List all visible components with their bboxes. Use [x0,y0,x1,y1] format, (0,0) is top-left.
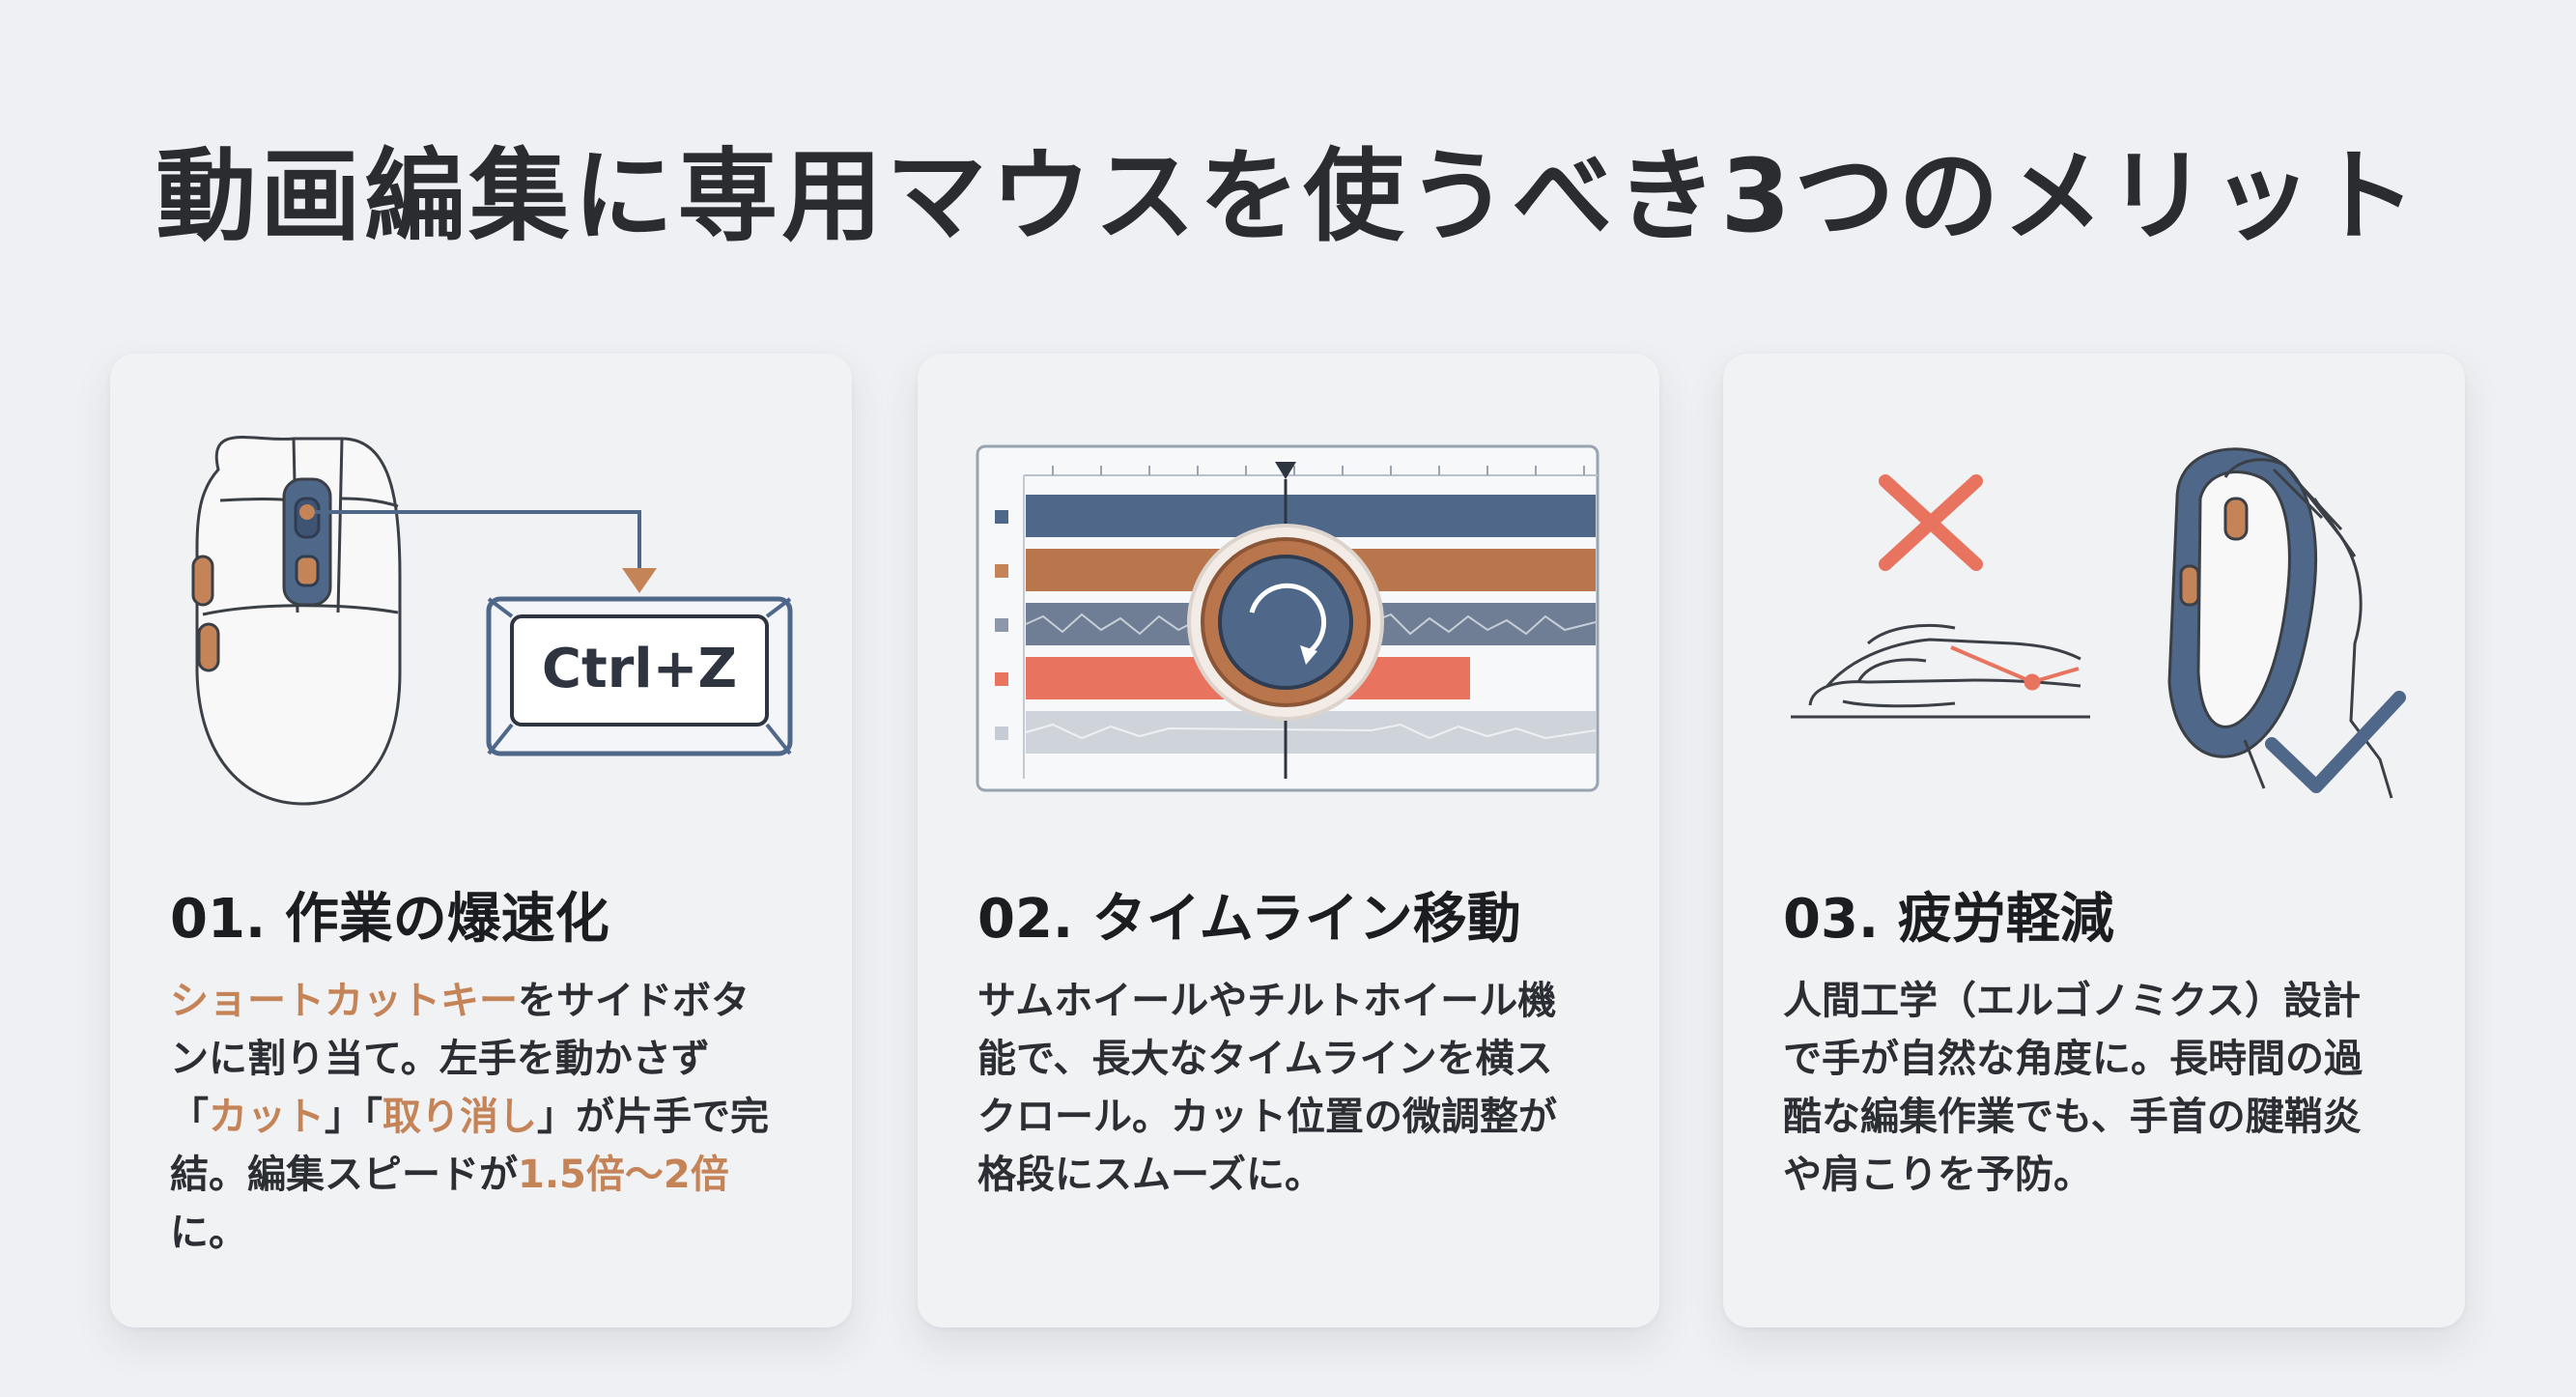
body-line: 人間工学（エルゴノミクス）設計 [1783,979,2361,1023]
body-line: で手が自然な角度に。長時間の過 [1783,1037,2363,1081]
benefit-card-speed: Ctrl+Z 01. 作業の爆速化 ショートカットキーをサイドボタ ンに割り当て… [110,354,852,1327]
illustration-shortcut: Ctrl+Z [191,436,793,806]
illustration-timeline [976,444,1599,792]
illustration-ergonomics [1791,447,2406,799]
body-line: に。 [170,1211,247,1255]
highlight-text: ショートカットキー [170,979,518,1023]
benefit-card-fatigue: 03. 疲労軽減 人間工学（エルゴノミクス）設計 で手が自然な角度に。長時間の過… [1723,354,2465,1327]
flat-hand-mouse-icon [1791,623,2090,719]
card-body: 人間工学（エルゴノミクス）設計 で手が自然な角度に。長時間の過 酷な編集作業でも… [1783,972,2440,1204]
card-body: サムホイールやチルトホイール機 能で、長大なタイムラインを横ス クロール。カット… [977,972,1634,1204]
body-line: 「カット」「取り消し」が片手で完 [170,1088,827,1146]
benefit-card-timeline: 02. タイムライン移動 サムホイールやチルトホイール機 能で、長大なタイムライ… [918,354,1659,1327]
ergonomic-mouse-hand-icon [2167,447,2393,799]
body-text: 」「 [325,1095,382,1139]
card-body: ショートカットキーをサイドボタ ンに割り当て。左手を動かさず 「カット」「取り消… [170,972,827,1262]
body-line: 結。編集スピードが1.5倍〜2倍 [170,1146,827,1204]
body-line: や肩こりを予防。 [1783,1153,2092,1197]
highlight-text: カット [209,1095,325,1139]
arrow-down-icon [299,504,657,593]
body-text: 「 [170,1095,209,1139]
cross-icon [1879,474,1983,571]
card-heading: 01. 作業の爆速化 [170,888,609,951]
highlight-text: 取り消し [382,1095,537,1139]
card-heading: 02. タイムライン移動 [977,888,1521,951]
body-line: 格段にスムーズに。 [977,1153,1323,1197]
body-text: をサイドボタ [518,979,750,1023]
body-line: サムホイールやチルトホイール機 [977,979,1557,1023]
body-line: クロール。カット位置の微調整が [977,1095,1557,1139]
keyboard-key-icon: Ctrl+Z [486,596,793,756]
mouse-side-button-icon [191,436,402,806]
body-line: ショートカットキーをサイドボタ [170,972,827,1030]
body-text: 」が片手で完 [537,1095,769,1139]
body-text: 結。編集スピードが [170,1153,518,1197]
card-heading: 03. 疲労軽減 [1783,888,2114,951]
scroll-wheel-icon [1187,524,1384,721]
page-title: 動画編集に専用マウスを使うべき3つのメリット [156,137,2420,255]
body-line: ンに割り当て。左手を動かさず [170,1037,710,1081]
highlight-text: 1.5倍〜2倍 [518,1153,729,1197]
body-line: 能で、長大なタイムラインを横ス [977,1037,1553,1081]
body-line: 酷な編集作業でも、手首の腱鞘炎 [1783,1095,2362,1139]
check-icon [2265,691,2406,793]
key-label: Ctrl+Z [542,638,737,700]
